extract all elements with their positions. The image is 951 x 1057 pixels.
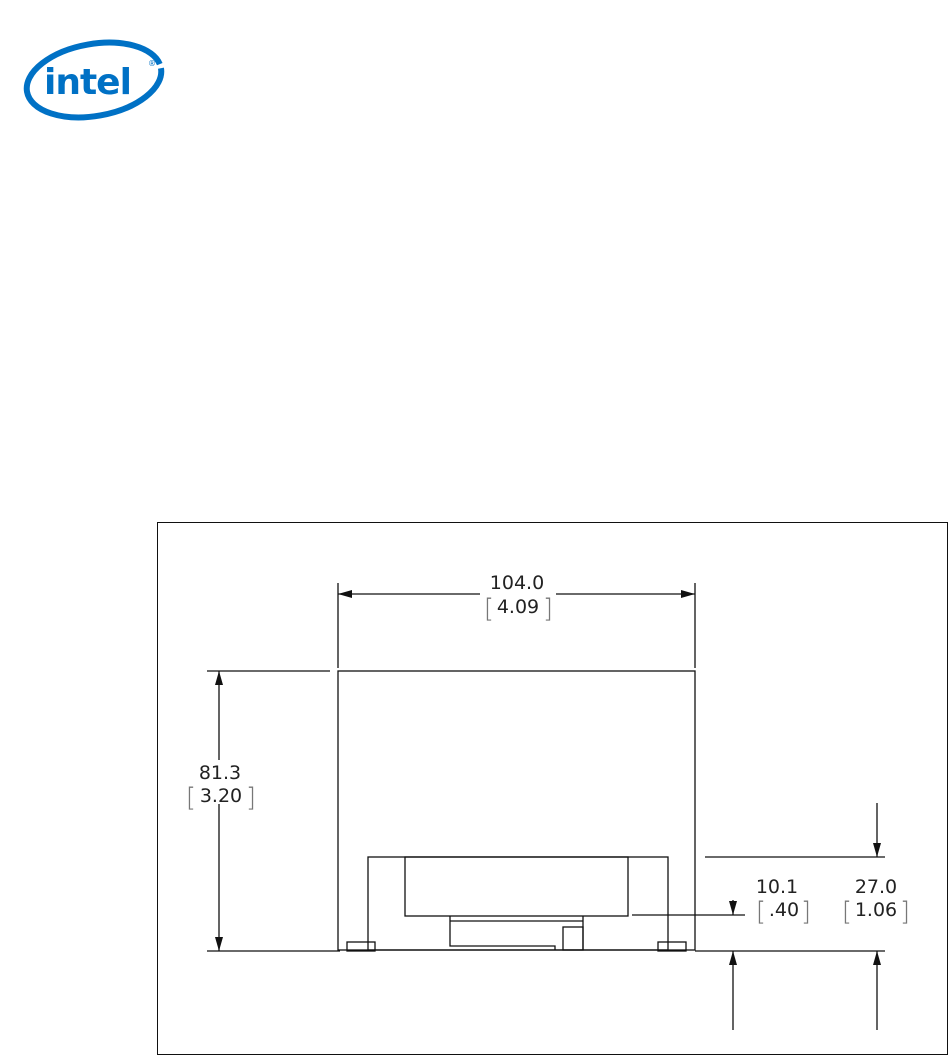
svg-text:[: [ [842, 897, 852, 927]
base-height-mm: 27.0 [855, 876, 897, 898]
svg-text:®: ® [148, 59, 156, 68]
base-height-dimension: 27.0 [] 1.06 [695, 803, 910, 1030]
device-outline [337, 670, 696, 952]
width-mm: 104.0 [490, 572, 544, 594]
svg-text:]: ] [543, 594, 553, 624]
svg-text:intel: intel [44, 62, 131, 103]
width-in: 4.09 [497, 596, 539, 618]
base-height-in: 1.06 [855, 899, 897, 921]
intel-logo: intel ® [23, 39, 165, 121]
clearance-mm: 10.1 [756, 876, 798, 898]
svg-text:]: ] [246, 783, 256, 813]
svg-text:]: ] [900, 897, 910, 927]
height-in: 3.20 [200, 785, 242, 807]
svg-text:[: [ [186, 783, 196, 813]
width-dimension: 104.0 [] 4.09 [337, 572, 696, 668]
svg-text:[: [ [756, 897, 766, 927]
clearance-dimension: 10.1 [] .40 [632, 876, 811, 1030]
svg-text:]: ] [801, 897, 811, 927]
height-dimension: 81.3 [] 3.20 [186, 670, 340, 952]
svg-text:[: [ [484, 594, 494, 624]
clearance-in: .40 [769, 899, 799, 921]
figure-frame [157, 522, 948, 1055]
height-mm: 81.3 [199, 762, 241, 784]
